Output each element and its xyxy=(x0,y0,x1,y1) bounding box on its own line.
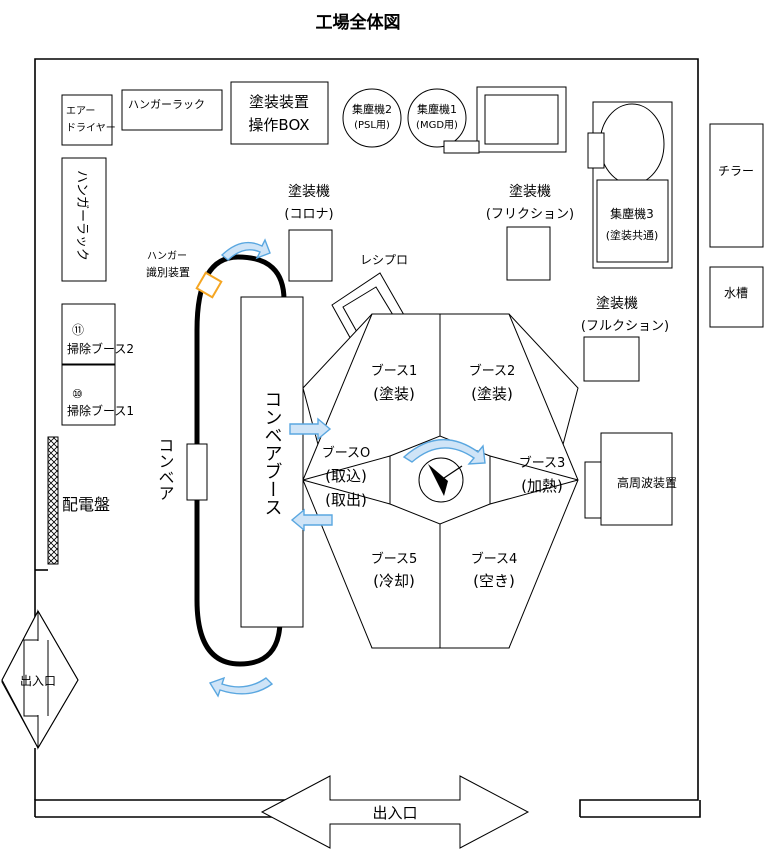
conveyor-loop: コンベア xyxy=(156,254,287,667)
svg-text:ブース4: ブース4 xyxy=(471,551,518,567)
svg-text:高周波装置: 高周波装置 xyxy=(617,475,677,490)
hanger-rack-top: ハンガーラック xyxy=(121,89,223,131)
svg-text:(取出): (取出) xyxy=(325,491,367,509)
svg-text:コンベアブース: コンベアブース xyxy=(262,390,283,516)
svg-text:(空き): (空き) xyxy=(473,572,515,590)
svg-text:ブースO: ブースO xyxy=(322,445,371,461)
svg-text:ブース5: ブース5 xyxy=(371,551,418,567)
conveyor-booth: コンベアブース xyxy=(240,296,304,628)
svg-text:(塗装共通): (塗装共通) xyxy=(606,228,659,242)
exit-bottom: 出入口 xyxy=(260,775,530,849)
svg-text:(取込): (取込) xyxy=(325,467,367,485)
svg-text:塗装装置: 塗装装置 xyxy=(249,93,309,111)
hanger-rack-side: ハンガーラック xyxy=(61,157,107,282)
svg-text:出入口: 出入口 xyxy=(372,804,417,822)
svg-text:(塗装): (塗装) xyxy=(373,385,415,403)
page-title: 工場全体図 xyxy=(316,12,401,33)
svg-text:ブース2: ブース2 xyxy=(469,363,516,379)
hanger-id-device: ハンガー 識別装置 xyxy=(146,250,223,299)
exit-left: 出入口 xyxy=(1,609,79,750)
svg-text:(フルクション): (フルクション) xyxy=(581,319,669,334)
svg-text:ハンガーラック: ハンガーラック xyxy=(74,170,89,261)
svg-text:塗装機: 塗装機 xyxy=(509,183,551,200)
svg-text:出入口: 出入口 xyxy=(20,674,56,688)
cleaning-booth-2: ⑪ 掃除ブース2 xyxy=(61,303,134,365)
chiller: チラー xyxy=(709,123,764,248)
svg-text:操作BOX: 操作BOX xyxy=(248,116,309,134)
svg-text:レシプロ: レシプロ xyxy=(360,253,408,267)
distribution-panel: 配電盤 xyxy=(47,436,110,565)
svg-text:(塗装): (塗装) xyxy=(471,385,513,403)
painter-fulction: 塗装機 (フルクション) xyxy=(581,295,669,382)
flow-arrows xyxy=(208,238,486,698)
svg-text:(冷却): (冷却) xyxy=(373,572,415,590)
svg-text:ブース1: ブース1 xyxy=(371,363,418,379)
rotary-booth-hexagon xyxy=(302,313,579,649)
svg-text:集塵機2: 集塵機2 xyxy=(352,102,392,116)
svg-text:塗装機: 塗装機 xyxy=(288,183,330,200)
water-tank: 水槽 xyxy=(709,266,764,328)
svg-text:ハンガー: ハンガー xyxy=(147,250,187,262)
booth-2: ブース2 (塗装) xyxy=(469,363,516,403)
svg-text:(加熱): (加熱) xyxy=(521,477,563,495)
svg-text:塗装機: 塗装機 xyxy=(596,295,638,312)
svg-text:ブース3: ブース3 xyxy=(519,455,566,471)
air-dryer: エアー ドライヤー xyxy=(61,94,116,146)
factory-walls xyxy=(34,58,701,818)
dust1-unit xyxy=(443,86,567,154)
svg-text:ハンガーラック: ハンガーラック xyxy=(128,98,205,111)
svg-text:エアー: エアー xyxy=(66,106,95,117)
paint-control-box: 塗装装置 操作BOX xyxy=(230,81,329,145)
svg-text:(PSL用): (PSL用) xyxy=(354,120,390,131)
svg-text:ドライヤー: ドライヤー xyxy=(66,122,116,134)
dust-collector-3: 集塵機3 (塗装共通) xyxy=(587,101,673,269)
high-frequency-device: 高周波装置 xyxy=(584,432,677,526)
booth-3: ブース3 (加熱) xyxy=(519,455,566,495)
svg-text:水槽: 水槽 xyxy=(724,286,748,300)
booth-5: ブース5 (冷却) xyxy=(371,551,418,590)
cleaning-booth-1: ⑩ 掃除ブース1 xyxy=(61,364,134,426)
svg-text:配電盤: 配電盤 xyxy=(62,495,110,514)
booth-0: ブースO (取込) (取出) xyxy=(322,445,371,509)
svg-text:(フリクション): (フリクション) xyxy=(486,207,574,222)
svg-text:(コロナ): (コロナ) xyxy=(284,207,333,222)
svg-text:チラー: チラー xyxy=(718,164,754,178)
svg-text:⑪: ⑪ xyxy=(72,323,84,337)
svg-text:識別装置: 識別装置 xyxy=(146,266,190,279)
booth-4: ブース4 (空き) xyxy=(471,551,518,590)
painter-friction: 塗装機 (フリクション) xyxy=(486,183,574,281)
dust-collector-1: 集塵機1 (MGD用) xyxy=(407,88,467,148)
svg-text:(MGD用): (MGD用) xyxy=(416,120,458,131)
dust-collector-2: 集塵機2 (PSL用) xyxy=(342,88,402,148)
painter-corona: 塗装機 (コロナ) xyxy=(284,183,334,282)
svg-text:集塵機1: 集塵機1 xyxy=(417,102,457,116)
svg-text:掃除ブース2: 掃除ブース2 xyxy=(67,341,134,356)
booth-1: ブース1 (塗装) xyxy=(371,363,418,403)
svg-text:コンベア: コンベア xyxy=(156,437,175,501)
svg-text:集塵機3: 集塵機3 xyxy=(610,206,654,221)
svg-text:⑩: ⑩ xyxy=(72,387,83,401)
svg-text:掃除ブース1: 掃除ブース1 xyxy=(67,403,134,418)
